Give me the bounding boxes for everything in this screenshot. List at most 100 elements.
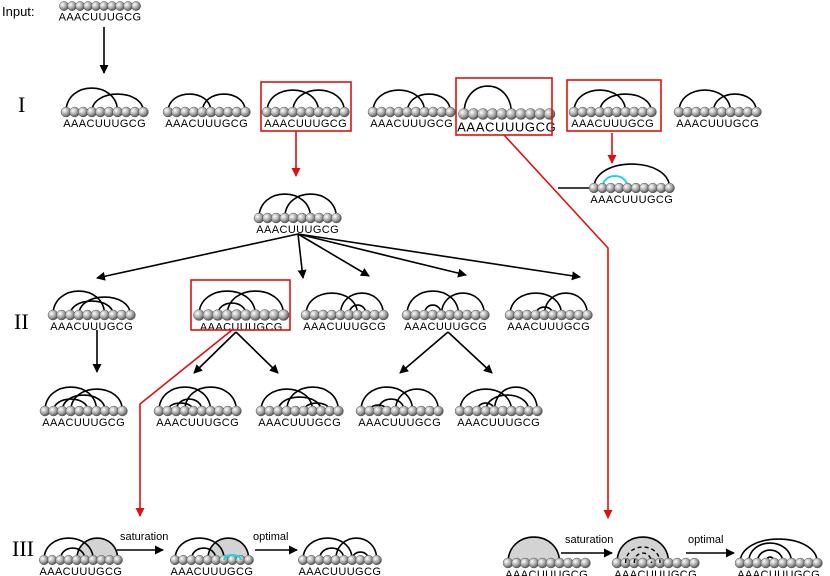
- base-pair-arc: [739, 538, 819, 564]
- nucleotide-bead: [812, 557, 823, 569]
- nucleotide-bead: [532, 405, 543, 417]
- structure-level3-left-1: AAACUUUGCG: [38, 537, 123, 576]
- base-pair-arc: [258, 193, 312, 219]
- base-pair-arc: [226, 290, 285, 316]
- base-pair-arc: [406, 93, 452, 113]
- nucleotide-bead: [371, 554, 382, 566]
- arrow-level2b-right: [235, 331, 279, 374]
- structure-level2-row2-3: AAACUUUGCG: [255, 386, 344, 429]
- bead-chain: [734, 557, 823, 569]
- structure-level1-3: AAACUUUGCG: [261, 89, 350, 130]
- nucleotide-bead: [378, 309, 389, 321]
- red-path-to-level3-right: [503, 134, 613, 519]
- base-pair-arc: [260, 388, 314, 412]
- base-pair-arc: [91, 93, 145, 113]
- nucleotide-bead: [131, 1, 141, 11]
- structure-level2-row2-5: AAACUUUGCG: [454, 386, 543, 429]
- structure-level2-2: AAACUUUGCG: [193, 290, 290, 333]
- sequence-label: AAACUUUGCG: [457, 417, 540, 429]
- bead-chain: [502, 557, 591, 569]
- nucleotide-bead: [580, 557, 591, 569]
- sequence-label: AAACUUUGCG: [264, 118, 347, 130]
- structure-level3-right-1: AAACUUUGCG: [502, 536, 591, 576]
- sequence-label: AAACUUUGCG: [42, 417, 125, 429]
- bead-chain: [300, 309, 389, 321]
- structure-level1-5: AAACUUUGCG: [457, 85, 556, 135]
- structure-level1-2: AAACUUUGCG: [162, 93, 251, 130]
- base-pair-arc: [360, 386, 414, 412]
- structure-level2-row2-1: AAACUUUGCG: [39, 386, 128, 429]
- arrow-level2e-left: [399, 331, 449, 374]
- base-pair-arc: [167, 93, 212, 113]
- base-pair-arc: [335, 537, 378, 561]
- base-pair-arc: [305, 292, 359, 316]
- structure-level3-right-2: AAACUUUGCG: [611, 536, 700, 576]
- nucleotide-bead: [433, 405, 444, 417]
- structure-level1-7: AAACUUUGCG: [673, 89, 762, 130]
- nucleotide-bead: [751, 106, 762, 118]
- nucleotide-bead: [445, 106, 456, 118]
- sequence-label: AAACUUUGCG: [571, 118, 654, 130]
- base-pair-arc: [284, 193, 338, 219]
- sequence-label: AAACUUUGCG: [737, 569, 820, 576]
- structure-level2-4: AAACUUUGCG: [401, 290, 490, 333]
- structure-level1-4: AAACUUUGCG: [367, 89, 456, 130]
- structure-level3-right-3: AAACUUUGCG: [734, 538, 823, 576]
- selection-box-level2-2: [190, 279, 291, 331]
- bead-chain: [673, 106, 762, 118]
- base-pair-arc: [712, 93, 758, 113]
- structure-level1-6: AAACUUUGCG: [568, 89, 657, 130]
- base-pair-arc: [493, 386, 539, 412]
- base-pair-arc: [266, 89, 320, 113]
- bead-chain: [59, 1, 141, 11]
- base-pair-arc: [599, 93, 653, 113]
- nucleotide-bead: [582, 309, 593, 321]
- sequence-label: AAACUUUGCG: [404, 321, 487, 333]
- selection-box-level1-3: [260, 81, 352, 132]
- base-pair-arc: [485, 394, 530, 412]
- arrow-to-level2-c: [297, 233, 307, 279]
- bead-chain: [611, 557, 700, 569]
- sequence-label: AAACUUUGCG: [170, 566, 253, 576]
- bead-chain: [169, 554, 254, 566]
- bead-chain: [253, 212, 342, 224]
- base-pair-arc: [52, 290, 106, 316]
- arrow-to-level2-f: [297, 233, 581, 281]
- nucleotide-bead: [277, 309, 290, 321]
- red-path-to-level3-left: [135, 329, 233, 517]
- bead-chain: [454, 405, 543, 417]
- base-pair-arc: [339, 292, 385, 316]
- nucleotide-bead: [333, 405, 344, 417]
- bead-chain: [367, 106, 456, 118]
- base-pair-arc: [65, 87, 119, 113]
- bead-chain: [39, 405, 128, 417]
- structure-child: AAACUUUGCG: [253, 193, 342, 236]
- base-pair-arc: [747, 542, 793, 564]
- bead-chain: [193, 309, 290, 321]
- sequence-label: AAACUUUGCG: [63, 118, 146, 130]
- bead-chain: [60, 106, 149, 118]
- sequence-label: AAACUUUGCG: [457, 120, 556, 135]
- base-pair-arc: [463, 85, 513, 115]
- base-pair-arc: [78, 296, 132, 316]
- optimal-label-right: optimal: [688, 534, 723, 546]
- base-pair-arc: [406, 290, 460, 316]
- structure-level3-left-2: AAACUUUGCG: [169, 537, 254, 576]
- base-pair-arc: [198, 290, 257, 316]
- structure-level2-1: AAACUUUGCG: [47, 290, 136, 333]
- base-pair-arc: [286, 386, 340, 412]
- level-label-two: II: [14, 309, 29, 334]
- structure-level2-row2-4: AAACUUUGCG: [355, 386, 444, 429]
- flow-arrows: [92, 27, 735, 558]
- base-pair-arc: [184, 386, 238, 412]
- input-label: Input:: [2, 4, 35, 19]
- base-pair-arc: [44, 386, 98, 412]
- sequence-label: AAACUUUGCG: [505, 569, 588, 576]
- base-pair-arc: [593, 163, 671, 189]
- structure-level2-3: AAACUUUGCG: [300, 292, 389, 333]
- sequence-label: AAACUUUGCG: [303, 321, 386, 333]
- arrow-level2e-right: [447, 331, 493, 374]
- bead-chain: [47, 309, 136, 321]
- bead-chain: [401, 309, 490, 321]
